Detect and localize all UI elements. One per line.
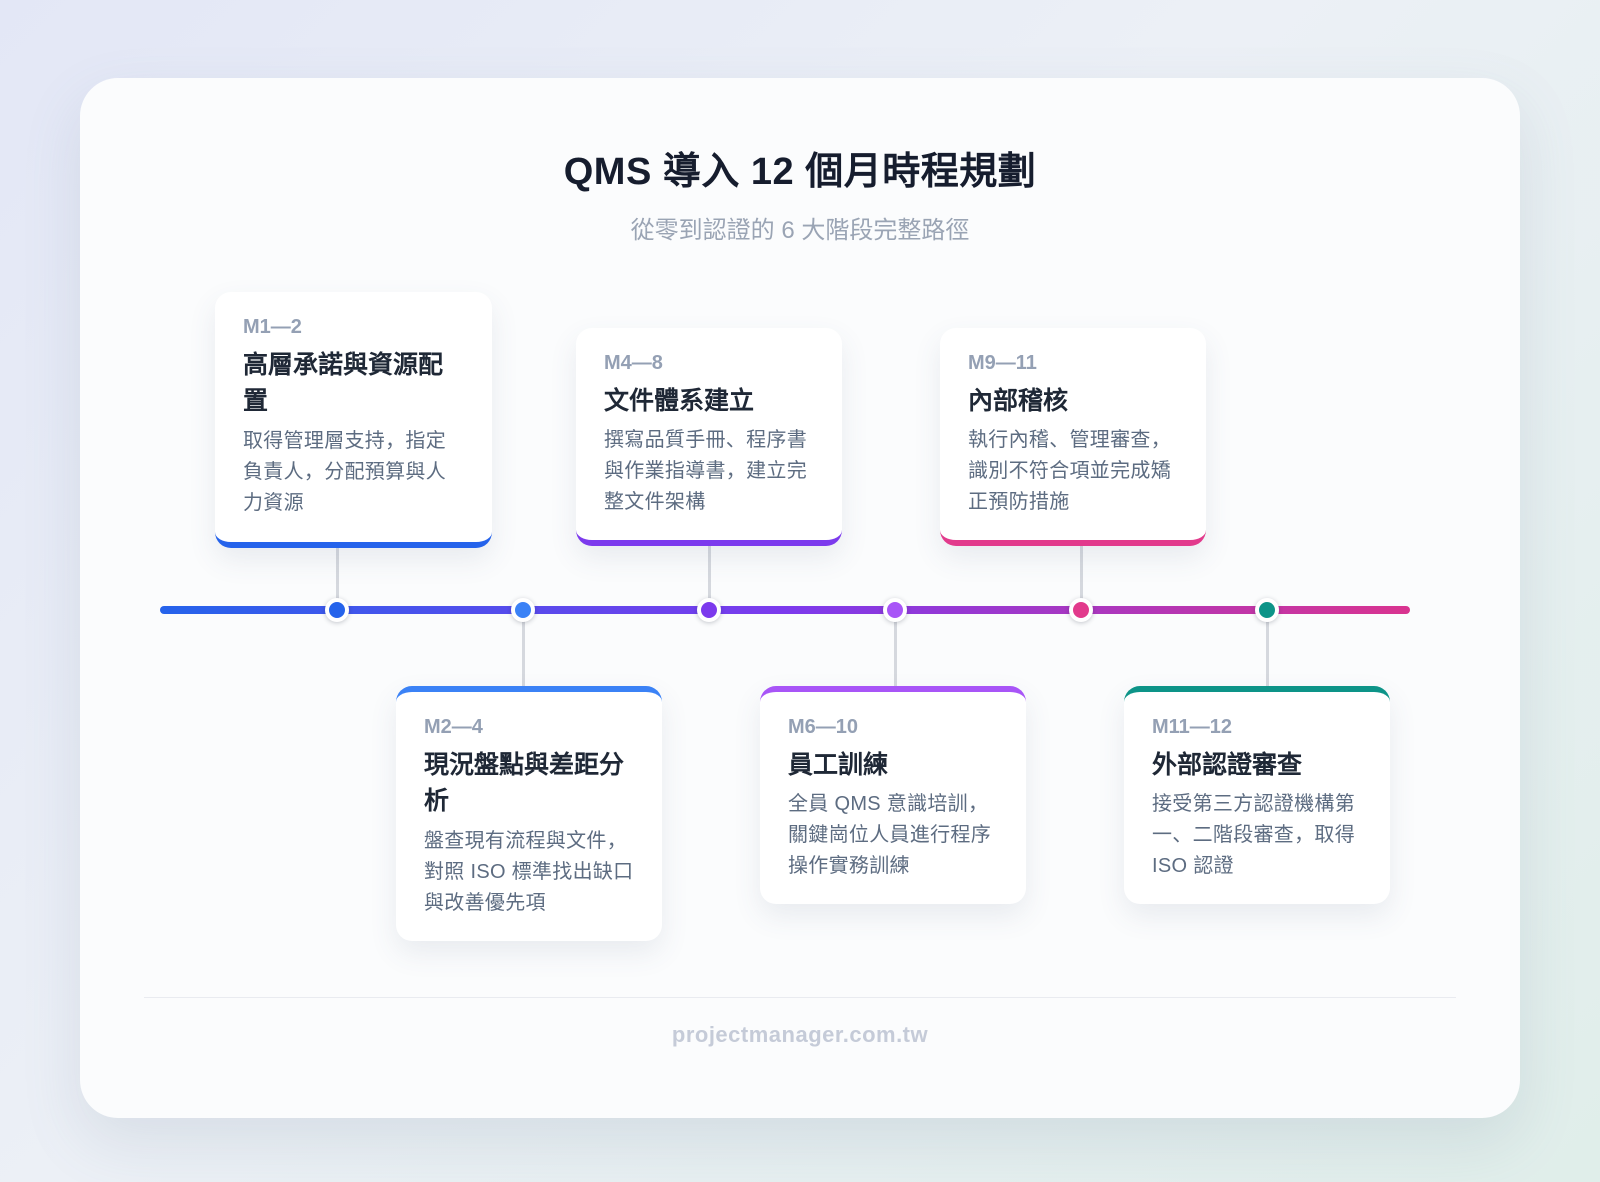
phase-description: 全員 QMS 意識培訓，關鍵崗位人員進行程序操作實務訓練 <box>788 793 991 878</box>
phase-months: M6—10 <box>788 716 859 738</box>
timeline-dot-m1-2 <box>325 598 349 622</box>
phase-title: 文件體系建立 <box>604 387 755 415</box>
phase-title: 高層承諾與資源配置 <box>243 351 444 416</box>
phase-months: M2—4 <box>424 716 483 738</box>
timeline-dot-m11-12 <box>1255 598 1279 622</box>
connector-line <box>521 610 525 688</box>
phase-card-m11-12: M11—12 外部認證審查 接受第三方認證機構第一、二階段審查，取得 ISO 認… <box>1124 686 1390 905</box>
phase-months: M11—12 <box>1152 716 1233 738</box>
phase-title: 外部認證審查 <box>1152 751 1303 779</box>
timeline-dot-m9-11 <box>1069 598 1093 622</box>
connector-line <box>893 610 897 688</box>
timeline-dot-m6-10 <box>883 598 907 622</box>
phase-description: 接受第三方認證機構第一、二階段審查，取得 ISO 認證 <box>1152 793 1355 878</box>
connector-line <box>335 536 339 610</box>
phase-description: 取得管理層支持，指定負責人，分配預算與人力資源 <box>243 429 446 514</box>
phase-months: M4—8 <box>604 352 663 374</box>
phase-card-m6-10: M6—10 員工訓練 全員 QMS 意識培訓，關鍵崗位人員進行程序操作實務訓練 <box>760 686 1026 905</box>
connector-line <box>1265 610 1269 688</box>
phase-card-m1-2: M1—2 高層承諾與資源配置 取得管理層支持，指定負責人，分配預算與人力資源 <box>215 292 492 548</box>
timeline-line <box>160 606 1410 614</box>
phase-card-m9-11: M9—11 內部稽核 執行內稽、管理審查，識別不符合項並完成矯正預防措施 <box>940 328 1206 547</box>
phase-months: M9—11 <box>968 352 1037 374</box>
footer-divider <box>144 997 1456 998</box>
phase-title: 現況盤點與差距分析 <box>424 751 625 816</box>
phase-description: 撰寫品質手冊、程序書與作業指導書，建立完整文件架構 <box>604 429 807 514</box>
page-title: QMS 導入 12 個月時程規劃 <box>563 151 1037 193</box>
phase-months: M1—2 <box>243 316 302 338</box>
page-subtitle: 從零到認證的 6 大階段完整路徑 <box>630 217 970 244</box>
phase-description: 盤查現有流程與文件，對照 ISO 標準找出缺口與改善優先項 <box>424 829 634 914</box>
phase-title: 內部稽核 <box>968 387 1069 415</box>
connector-line <box>1079 536 1083 610</box>
phase-description: 執行內稽、管理審查，識別不符合項並完成矯正預防措施 <box>968 429 1171 514</box>
connector-line <box>707 536 711 610</box>
phase-card-m4-8: M4—8 文件體系建立 撰寫品質手冊、程序書與作業指導書，建立完整文件架構 <box>576 328 842 547</box>
timeline-dot-m4-8 <box>697 598 721 622</box>
phase-title: 員工訓練 <box>788 751 889 779</box>
main-panel: QMS 導入 12 個月時程規劃 從零到認證的 6 大階段完整路徑 M1—2 高… <box>80 78 1520 1118</box>
timeline-dot-m2-4 <box>511 598 535 622</box>
phase-card-m2-4: M2—4 現況盤點與差距分析 盤查現有流程與文件，對照 ISO 標準找出缺口與改… <box>396 686 662 941</box>
footer-website: projectmanager.com.tw <box>671 1022 929 1047</box>
